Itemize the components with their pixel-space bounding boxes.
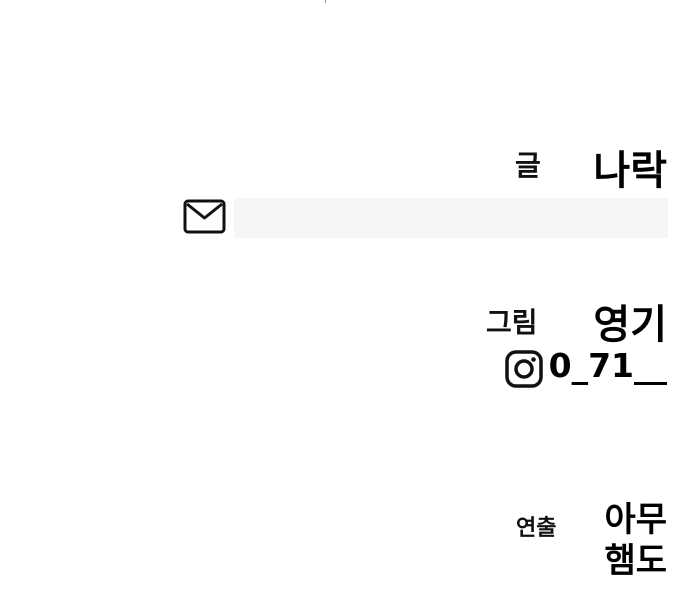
email-address-redacted [234, 198, 668, 238]
director-names: 아무 햄도 [604, 500, 667, 582]
top-tick-mark [325, 0, 326, 3]
instagram-icon [505, 350, 543, 388]
writer-name: 나락 [593, 148, 667, 194]
envelope-icon [183, 199, 226, 234]
instagram-handle: 0_71__ [548, 346, 667, 385]
artist-name: 영기 [593, 302, 667, 348]
writer-label: 글 [515, 149, 541, 182]
artist-label: 그림 [486, 306, 538, 339]
director-label: 연출 [516, 516, 557, 541]
director-name-2: 햄도 [604, 541, 667, 581]
director-name-1: 아무 [604, 500, 667, 540]
